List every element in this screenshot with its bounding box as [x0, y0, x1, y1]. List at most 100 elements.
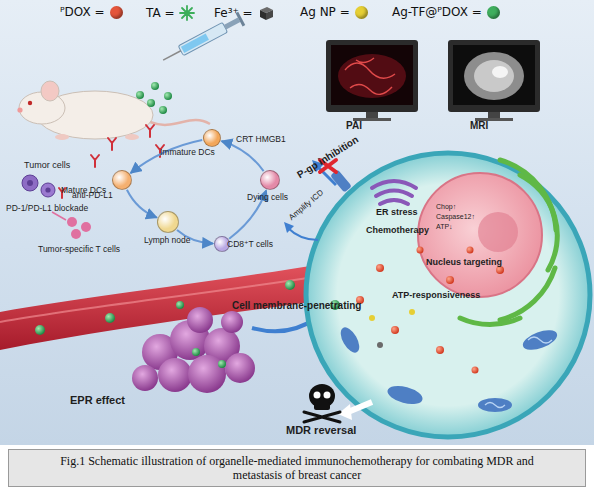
illustration-area: ᴾDOX = TA = Fe³⁺ = Ag NP = Ag-TF@ᴾDOX = Imma… [0, 0, 594, 445]
golgi [380, 200, 408, 204]
text-label: ATP-responsiveness [392, 290, 480, 300]
text-label: PAI [346, 120, 362, 131]
legend-item: Ag NP = [300, 5, 368, 19]
mri-monitor [464, 52, 524, 100]
nanoparticle-dots [136, 91, 144, 99]
legend-text: Ag-TF@ᴾDOX = [392, 5, 482, 19]
mouse [17, 81, 210, 140]
icd-arrow [284, 222, 294, 233]
mdr-arrow [348, 402, 372, 412]
node-label: CD8⁺T cells [227, 239, 273, 249]
golgi [372, 181, 416, 188]
blood-vessel [0, 274, 334, 322]
text-label: MDR reversal [286, 424, 356, 436]
text-label: Nucleus targeting [426, 257, 502, 267]
legend-swatch [487, 6, 500, 19]
drug-dots [446, 276, 454, 284]
syringe [181, 34, 209, 53]
text-label: anti-PD-L1 [72, 190, 113, 200]
mitochondria [337, 324, 560, 412]
tumor-mass [187, 307, 213, 333]
caption-box: Fig.1 Schematic illustration of organell… [8, 449, 586, 487]
tumor-cell-icons [41, 183, 55, 197]
text-label: Cell membrane-penetrating [232, 300, 361, 311]
legend-item: Fe³⁺ = [214, 5, 274, 21]
mouse [17, 107, 22, 112]
pai-monitor [366, 112, 378, 119]
pai-monitor [326, 40, 418, 121]
drug-dots [436, 346, 444, 354]
tumor-cell-icons [27, 180, 33, 186]
mri-monitor [474, 60, 514, 92]
t-cell-icons [81, 222, 91, 232]
blood-vessel [35, 325, 45, 335]
pai-monitor [326, 40, 418, 112]
node-label: Dying cells [247, 192, 288, 202]
skull-symbol [324, 392, 331, 399]
tumor-cell-icons [22, 175, 38, 191]
text-label: ATP↓ [436, 223, 453, 230]
tumor-mass [132, 307, 255, 393]
skull-symbol [314, 392, 321, 399]
icd-arrow [288, 228, 318, 240]
syringe [178, 22, 227, 55]
node-label: Immature DCs [160, 147, 215, 157]
tumor-mass [132, 365, 158, 391]
legend-text: ᴾDOX = [60, 5, 105, 19]
tumor-cell [306, 153, 590, 437]
mouse [41, 81, 59, 101]
icd-arrow [284, 222, 318, 240]
legend-symbol [179, 5, 195, 21]
blood-vessel [285, 280, 295, 290]
text-label: Amplify ICD [287, 188, 325, 222]
nanoparticle-dots [147, 99, 155, 107]
fe-symbol [260, 10, 266, 20]
t-cell-icons [67, 217, 77, 227]
cell-node: Lymph node [157, 211, 179, 233]
mri-monitor [488, 112, 500, 119]
ta-symbol [180, 6, 194, 20]
mri-monitor [448, 40, 540, 112]
mdr-arrow [338, 402, 372, 420]
mouse [55, 134, 69, 140]
drug-dots [467, 247, 474, 254]
nanoparticle-dots [151, 82, 159, 90]
golgi [372, 181, 416, 204]
blood-vessel [105, 313, 115, 323]
mouse [19, 92, 65, 124]
cell-node: Immature DCs [203, 129, 221, 147]
text-label: Chop↑ [436, 203, 456, 210]
mouse [150, 120, 210, 125]
blood-vessel [176, 301, 184, 309]
antibody-symbols [146, 125, 154, 137]
illustration [0, 0, 594, 445]
pai-monitor [345, 58, 395, 94]
tumor-mass [192, 348, 200, 356]
mri-monitor [448, 40, 540, 121]
cell-node: Mature DCs [112, 170, 132, 190]
tumor-mass [221, 311, 243, 333]
drug-dots [369, 315, 375, 321]
cell-node: CD8⁺T cells [214, 236, 230, 252]
text-label: ER stress [376, 207, 418, 217]
legend-item: TA = [146, 5, 195, 21]
tumor-cell-icons [22, 175, 55, 197]
endoplasmic-reticulum [460, 318, 520, 325]
tumor-mass [218, 360, 226, 368]
syringe [160, 12, 246, 67]
cycle-arrow [222, 141, 264, 171]
drug-dots [417, 247, 424, 254]
mri-monitor [453, 45, 535, 105]
nanoparticle-dots [136, 82, 172, 114]
mitochondria [485, 403, 505, 408]
drug-dots [376, 264, 384, 272]
drug-dots [377, 342, 383, 348]
text-label: PD-1/PD-L1 blockade [6, 203, 88, 213]
drug-dots [409, 309, 415, 315]
nucleus [478, 212, 518, 252]
tumor-cell [306, 153, 590, 437]
legend-symbol [258, 5, 274, 21]
skull-symbol [314, 402, 330, 410]
text-label: Chemotherapy [366, 225, 429, 235]
drug-dots [472, 367, 479, 374]
